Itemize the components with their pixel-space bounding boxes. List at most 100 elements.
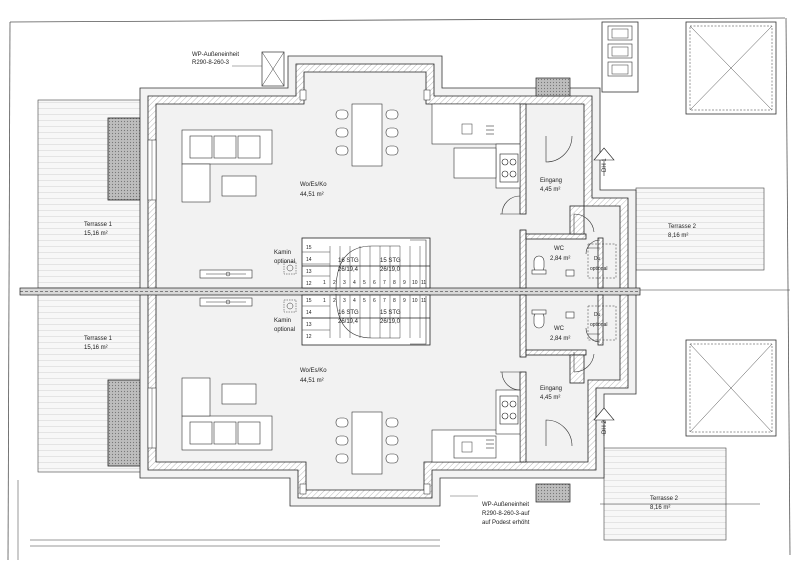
step-number: 8 bbox=[393, 280, 396, 286]
fireplace-bottom bbox=[199, 297, 253, 307]
stair-a-bottom-line2: 26/19,4 bbox=[338, 319, 359, 325]
step-number: 5 bbox=[363, 280, 366, 286]
living-bottom-name: Wo/Es/Ko bbox=[300, 368, 327, 374]
step-number: 13 bbox=[306, 322, 312, 328]
living-top-name: Wo/Es/Ko bbox=[300, 182, 327, 188]
living-bottom-area: 44,51 m² bbox=[300, 378, 324, 384]
kamin-top-line1: Kamin bbox=[274, 250, 291, 256]
kamin-top-line2: optional bbox=[274, 259, 295, 265]
step-number: 2 bbox=[333, 280, 336, 286]
step-number: 10 bbox=[412, 280, 418, 286]
step-number: 12 bbox=[306, 281, 312, 287]
step-number: 11 bbox=[421, 280, 426, 286]
step-number: 9 bbox=[403, 298, 406, 304]
text-labels: WP-Außeneinheit R290-8-260-3 Wo/Es/Ko 44… bbox=[84, 52, 697, 526]
kitchen-top bbox=[431, 103, 521, 189]
stair-b-top-line2: 26/19,0 bbox=[380, 267, 401, 273]
step-number: 7 bbox=[383, 280, 386, 286]
step-number: 11 bbox=[421, 298, 426, 304]
step-number: 3 bbox=[343, 298, 346, 304]
step-number: 1 bbox=[323, 298, 326, 304]
step-number: 8 bbox=[393, 298, 396, 304]
step-number: 3 bbox=[343, 280, 346, 286]
wc-top-name: WC bbox=[554, 246, 565, 252]
heat-pump-bottom bbox=[450, 483, 571, 503]
windows bbox=[147, 89, 431, 495]
dh-marker-bottom bbox=[593, 407, 615, 436]
doors bbox=[500, 135, 601, 447]
step-number: 10 bbox=[412, 298, 418, 304]
stair-step-numbers-bottom-left: 15 14 13 12 bbox=[306, 298, 312, 340]
terrace2-bottom-name: Terrasse 2 bbox=[650, 496, 679, 502]
step-number: 2 bbox=[333, 298, 336, 304]
terrace-1-bottom bbox=[37, 293, 151, 473]
step-number: 14 bbox=[306, 310, 312, 316]
terrace1-bottom-name: Terrasse 1 bbox=[84, 336, 113, 342]
staircase-top bbox=[301, 237, 431, 291]
step-number: 15 bbox=[306, 298, 312, 304]
terrace-2-bottom bbox=[603, 447, 727, 541]
step-number: 15 bbox=[306, 245, 312, 251]
terrace1-top-name: Terrasse 1 bbox=[84, 222, 113, 228]
fireplace-top bbox=[199, 269, 253, 279]
step-number: 7 bbox=[383, 298, 386, 304]
kamin-markers bbox=[283, 261, 297, 313]
du-top-line2: optional bbox=[590, 266, 608, 272]
wc-top-area: 2,84 m² bbox=[550, 256, 570, 262]
du-bottom-line1: Du bbox=[594, 312, 601, 318]
terrace2-top-area: 8,16 m² bbox=[668, 233, 688, 239]
wc-fixtures bbox=[531, 243, 617, 341]
wp-bottom-line3: auf Podest erhöht bbox=[482, 520, 530, 526]
stair-step-numbers-top-left: 15 14 13 12 bbox=[306, 245, 312, 287]
wp-top-line2: R290-8-260-3 bbox=[192, 60, 230, 66]
step-number: 4 bbox=[353, 298, 356, 304]
sofa-bottom bbox=[181, 377, 273, 451]
dining-table-bottom bbox=[335, 411, 399, 475]
terrace1-bottom-area: 15,16 m² bbox=[84, 345, 108, 351]
wc-bottom-area: 2,84 m² bbox=[550, 336, 570, 342]
step-number: 6 bbox=[373, 280, 376, 286]
stair-b-bottom-line1: 15 STG bbox=[380, 310, 401, 316]
wp-top-line1: WP-Außeneinheit bbox=[192, 52, 239, 58]
interior-walls bbox=[519, 103, 604, 463]
kamin-bottom-line1: Kamin bbox=[274, 318, 291, 324]
dh-marker-top bbox=[593, 147, 615, 176]
step-number: 12 bbox=[306, 334, 312, 340]
stair-a-top-line2: 26/19,4 bbox=[338, 267, 359, 273]
step-number: 13 bbox=[306, 269, 312, 275]
dh-top-label: DH 1 bbox=[602, 158, 608, 172]
step-number: 1 bbox=[323, 280, 326, 286]
living-top-area: 44,51 m² bbox=[300, 192, 324, 198]
kamin-bottom-line2: optional bbox=[274, 327, 295, 333]
du-bottom-line2: optional bbox=[590, 322, 608, 328]
step-number: 5 bbox=[363, 298, 366, 304]
step-number: 4 bbox=[353, 280, 356, 286]
terrace-1-top bbox=[37, 99, 151, 289]
step-number: 6 bbox=[373, 298, 376, 304]
entry-top-area: 4,45 m² bbox=[540, 187, 560, 193]
pergola-top bbox=[685, 21, 777, 115]
bin-storage bbox=[601, 21, 639, 93]
sofa-top bbox=[181, 129, 273, 203]
site-lines bbox=[17, 289, 790, 560]
dining-table-top bbox=[335, 103, 399, 167]
stair-step-numbers-top-mid: 1 2 3 4 5 6 7 8 9 10 11 bbox=[323, 280, 426, 286]
stair-b-top-line1: 15 STG bbox=[380, 258, 401, 264]
wp-bottom-line1: WP-Außeneinheit bbox=[482, 502, 529, 508]
wp-bottom-line2: R290-8-260-3-auf bbox=[482, 511, 530, 517]
terrace2-top-name: Terrasse 2 bbox=[668, 224, 697, 230]
heat-pump-top bbox=[232, 51, 571, 97]
entry-bottom-name: Eingang bbox=[540, 386, 562, 392]
wc-bottom-name: WC bbox=[554, 326, 565, 332]
step-number: 14 bbox=[306, 257, 312, 263]
entry-top-name: Eingang bbox=[540, 178, 562, 184]
stair-step-numbers-bottom-mid: 1 2 3 4 5 6 7 8 9 10 11 bbox=[323, 298, 426, 304]
stair-a-bottom-line1: 16 STG bbox=[338, 310, 359, 316]
pergola-bottom bbox=[685, 339, 777, 437]
step-number: 9 bbox=[403, 280, 406, 286]
dh-bottom-label: DH 2 bbox=[602, 420, 608, 434]
stair-b-bottom-line2: 26/19,0 bbox=[380, 319, 401, 325]
entry-bottom-area: 4,45 m² bbox=[540, 395, 560, 401]
